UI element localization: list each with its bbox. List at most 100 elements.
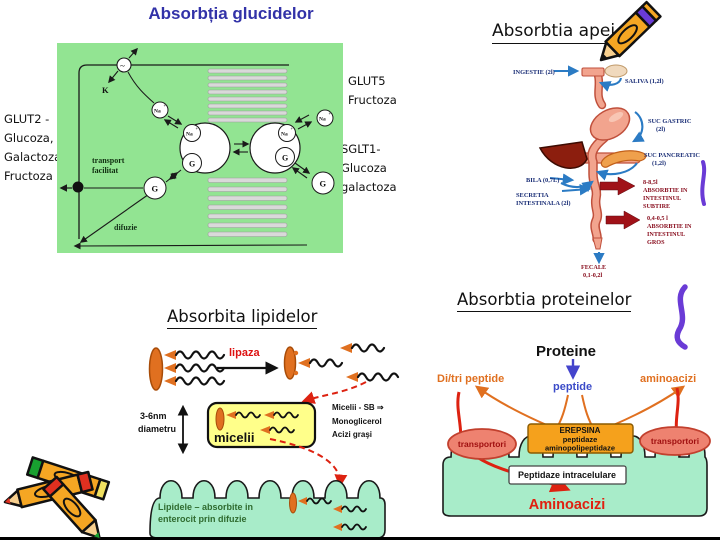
diameter-label: diametru xyxy=(138,424,176,434)
absorption-arrow-small-intestine xyxy=(599,176,636,196)
sodium-ion: Na xyxy=(186,132,193,138)
micelle-legend: Monoglicerol xyxy=(332,417,382,426)
liver xyxy=(538,141,588,169)
glucose-molecule: G xyxy=(320,179,327,189)
to-enterocyte-arrow xyxy=(269,438,348,488)
plus-sign: + xyxy=(291,126,294,131)
pump-symbol: ~ xyxy=(120,61,125,71)
lipaza-label: lipaza xyxy=(229,347,260,359)
peptidaze-label: Peptidaze intracelulare xyxy=(518,470,616,480)
transport-facilitat-label: facilitat xyxy=(92,166,119,175)
label-abs-gros: 0,4-0,5 l xyxy=(647,215,668,222)
aminoacizi-label: Aminoacizi xyxy=(529,497,606,513)
label-glut2-line: Fructoza xyxy=(4,169,53,183)
label-secretia: SECRETIA xyxy=(516,192,549,199)
title-lipidelor: Absorbita lipidelor xyxy=(167,307,318,329)
label-suc-gastric: SUC GASTRIC xyxy=(648,118,692,125)
brush-border-bottom xyxy=(207,177,288,237)
label-fecale: 0,1-0,2l xyxy=(583,272,603,279)
title-glucides: Absorbția glucidelor xyxy=(148,4,314,23)
erepsina-box: EREPSINA peptidaze aminopolipeptidaze xyxy=(527,423,634,454)
proteine-label: Proteine xyxy=(536,343,596,360)
sodium-ion: Na xyxy=(154,109,161,115)
monoglyceride-and-fatty-acids xyxy=(283,343,400,382)
label-glut5-line: GLUT5 xyxy=(348,74,386,88)
aminoacizi-top-label: aminoacizi xyxy=(640,373,696,385)
purple-stroke-icon xyxy=(700,160,707,206)
glucose-molecule: G xyxy=(189,160,195,169)
difuzie-label: difuzie xyxy=(114,223,138,232)
label-glut2-line: Galactoza xyxy=(4,150,62,164)
label-abs-gros: INTESTINUL xyxy=(647,231,685,238)
transport-facilitat-label: transport xyxy=(92,156,125,165)
micelii-label: micelii xyxy=(214,430,254,445)
micelle-box: micelii xyxy=(206,401,317,449)
water-diagram: INGESTIE (2l) SALIVA (1,2l) SUC GASTRIC … xyxy=(513,64,707,279)
crayons-icon xyxy=(3,456,111,540)
molecules: Na + Na + Na + Na + G G G G xyxy=(143,101,335,200)
label-sglt1-line: SGLT1- xyxy=(341,142,381,156)
membrane-line xyxy=(78,64,289,239)
plus-sign: + xyxy=(196,126,199,131)
transportori-label: transportori xyxy=(651,436,699,446)
pancreas xyxy=(600,150,647,168)
title-apei: Absorbtia apei xyxy=(492,21,616,44)
label-glut2-line: GLUT2 - xyxy=(4,112,50,126)
difuzie-arrow xyxy=(79,191,153,243)
label-bila: BILA (0,7L) xyxy=(526,177,559,184)
label-abs-gros: ABSORBTIE IN xyxy=(647,223,692,230)
erepsina-label: aminopolipeptidaze xyxy=(545,444,615,453)
glucides-diagram: ~ K Na + Na + Na + Na + xyxy=(57,43,343,253)
peptide-label: peptide xyxy=(553,381,592,393)
sodium-ion: Na xyxy=(319,117,326,123)
label-sglt1-line: galactoza xyxy=(341,180,397,194)
erepsina-label: EREPSINA xyxy=(560,426,601,435)
membrane-bottom-line xyxy=(73,242,308,250)
title-proteinelor: Absorbtia proteinelor xyxy=(457,290,632,312)
plus-sign: + xyxy=(329,111,332,116)
label-sglt1-line: Glucoza xyxy=(341,161,387,175)
label-glut2-line: Glucoza, xyxy=(4,131,54,145)
lipids-diagram: lipaza 3-6nm diametru xyxy=(138,343,400,539)
saliva-gland xyxy=(604,64,628,78)
label-abs-gros: GROS xyxy=(647,239,665,246)
label-sglt1: SGLT1- Glucoza galactoza xyxy=(341,140,397,197)
transportori-label: transportori xyxy=(458,439,506,449)
label-suc-gastric: (2l) xyxy=(656,126,665,133)
enterocyte-label: enterocit prin difuzie xyxy=(158,514,247,524)
rectum xyxy=(592,237,603,250)
plus-sign: + xyxy=(164,103,167,108)
exchange-arrows xyxy=(163,114,313,183)
ditri-peptide-label: Di/tri peptide xyxy=(437,373,504,385)
purple-squiggle-icon xyxy=(674,284,688,350)
pencil-icon xyxy=(599,0,662,62)
label-saliva: SALIVA (1,2l) xyxy=(625,78,664,85)
diameter-label: 3-6nm xyxy=(140,411,167,421)
mouth xyxy=(581,67,605,77)
peptidaze-box: Peptidaze intracelulare xyxy=(508,465,627,485)
transportori-right: transportori xyxy=(639,426,711,456)
label-glut5-line: Fructoza xyxy=(348,93,397,107)
glucose-molecule: G xyxy=(282,154,288,163)
enterocyte: Lipidele – absorbite in enterocit prin d… xyxy=(149,480,386,539)
micelle-legend: Micelii - SB ⇒ xyxy=(332,403,384,412)
label-glut5: GLUT5 Fructoza xyxy=(348,72,397,110)
slide-bottom-edge xyxy=(0,537,720,540)
label-glut2: GLUT2 - Glucoza, Galactoza Fructoza xyxy=(4,110,61,186)
secretion-arrows xyxy=(549,65,645,265)
label-secretia: INTESTINALA (2l) xyxy=(516,200,571,207)
transporter-dot xyxy=(72,181,84,193)
label-ingestie: INGESTIE (2l) xyxy=(513,69,555,76)
potassium-label: K xyxy=(102,85,109,95)
label-suc-pancreatic: SUC PANCREATIC xyxy=(644,152,700,159)
label-suc-pancreatic: (1,2l) xyxy=(652,160,666,167)
micelle-legend: Acizi graşi xyxy=(332,430,372,439)
glucose-molecule: G xyxy=(152,184,159,194)
absorption-arrow-large-intestine xyxy=(605,210,641,230)
label-fecale: FECALE xyxy=(581,264,606,271)
label-abs-subtire: ABSORBTIE IN xyxy=(643,187,688,194)
proteins-diagram: Proteine peptide Di/tri peptide aminoaci… xyxy=(437,284,711,517)
sodium-ion: Na xyxy=(281,132,288,138)
transportori-left: transportori xyxy=(447,428,517,460)
